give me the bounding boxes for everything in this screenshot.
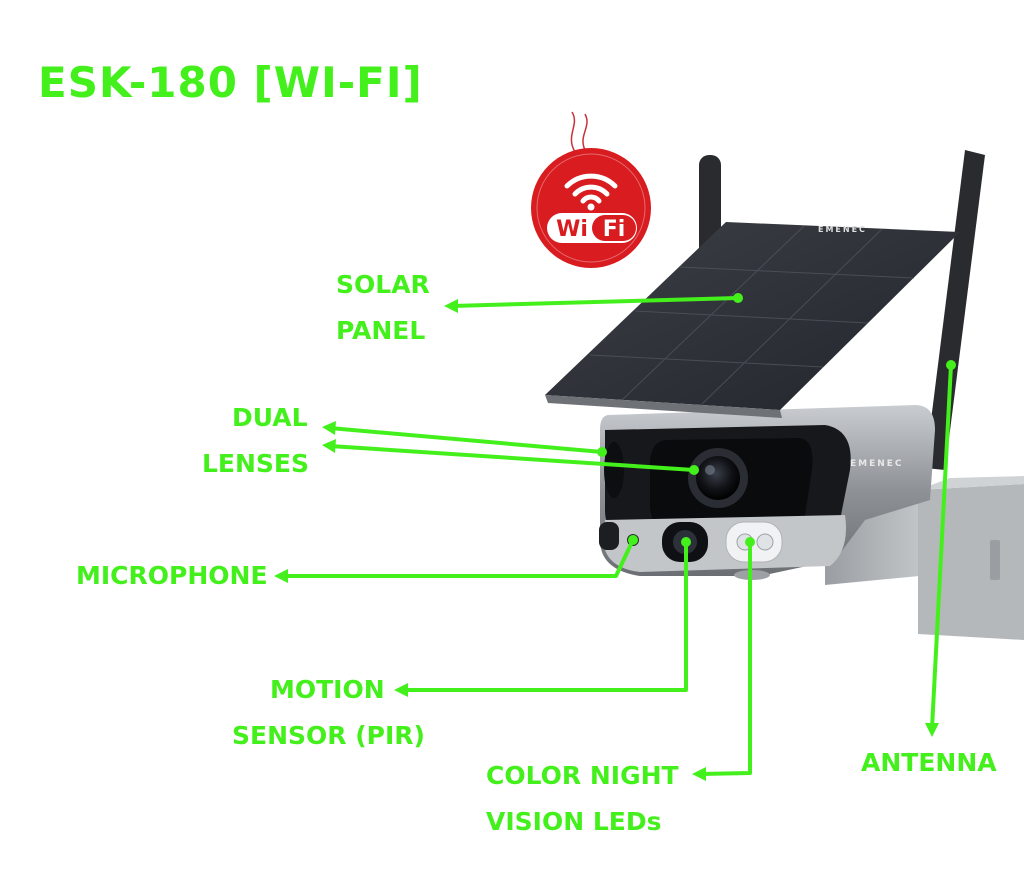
- callout-lines: [274, 293, 956, 781]
- wifi-badge-text-wi: Wi: [556, 217, 588, 242]
- antenna-callout: [925, 360, 956, 737]
- label-motion-sensor: MOTION SENSOR (PIR): [232, 675, 425, 750]
- right-antenna: [925, 150, 985, 470]
- night-vision-callout: [692, 537, 755, 781]
- panel-brand-mark: EMENEC: [818, 225, 867, 234]
- label-dual-lenses: DUAL LENSES: [202, 403, 310, 478]
- wifi-badge: Wi Fi: [531, 111, 651, 268]
- label-microphone: MICROPHONE: [76, 561, 268, 590]
- label-antenna: ANTENNA: [861, 748, 997, 777]
- solar-panel: EMENEC: [545, 222, 960, 418]
- label-night-vision: COLOR NIGHT VISION LEDs: [486, 761, 679, 836]
- main-lens: [696, 456, 740, 500]
- wifi-icon: [564, 173, 618, 204]
- wifi-badge-text-fi: Fi: [603, 217, 626, 242]
- microphone-callout: [274, 535, 638, 583]
- label-solar-panel: SOLAR PANEL: [336, 270, 430, 345]
- camera-body: EMENEC: [599, 405, 935, 580]
- body-brand-mark: EMENEC: [850, 459, 904, 469]
- badge-string: [570, 111, 588, 153]
- solar-panel-callout: [444, 293, 743, 313]
- dual-lenses-callout: [322, 421, 699, 475]
- motion-sensor-callout: [394, 537, 691, 697]
- page-title: ESK-180 [WI-FI]: [38, 58, 423, 107]
- side-lens: [604, 442, 624, 498]
